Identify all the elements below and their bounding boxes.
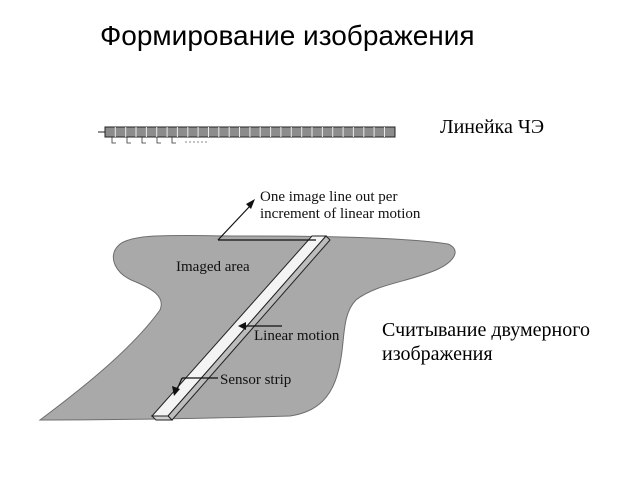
- sensor-strip-pointer-arrowhead: [172, 386, 180, 396]
- ruler-ellipsis-dot: [185, 141, 187, 143]
- linear-motion-label: Linear motion: [254, 328, 340, 344]
- readout-label-line1: Считывание двумерного: [382, 319, 590, 341]
- slide-title: Формирование изображения: [100, 20, 475, 51]
- ruler-pin: [156, 137, 161, 144]
- sensor-strip-label: Sensor strip: [220, 372, 291, 388]
- sensor-strip-end: [150, 415, 174, 421]
- ruler-ellipsis-dot: [193, 141, 195, 143]
- linear-sensor-ruler: [98, 126, 396, 144]
- ruler-pin: [141, 137, 146, 144]
- ruler-ellipsis-dot: [189, 141, 191, 143]
- imaged-area-label: Imaged area: [176, 259, 250, 275]
- output-label-line1: One image line out per: [260, 189, 397, 205]
- output-arrow: [217, 199, 316, 241]
- linear-motion-arrow: [238, 322, 282, 330]
- output-arrowhead: [246, 199, 255, 209]
- readout-label: Считывание двумерного изображения: [382, 318, 632, 366]
- sensor-line-label: Линейка ЧЭ: [440, 116, 545, 138]
- ruler-pin: [171, 137, 176, 144]
- ruler-ellipsis-dot: [197, 141, 199, 143]
- ruler-pin: [111, 137, 116, 144]
- ruler-ellipsis-dot: [205, 141, 207, 143]
- linear-motion-arrowhead: [238, 322, 246, 330]
- sensor-strip-pointer: [172, 377, 218, 396]
- ruler-pins: [111, 137, 207, 144]
- ruler-pin: [126, 137, 131, 144]
- ruler-cells: [114, 127, 385, 137]
- readout-label-line2: изображения: [382, 343, 493, 365]
- ruler-ellipsis-dot: [201, 141, 203, 143]
- output-label-line2: increment of linear motion: [260, 206, 421, 222]
